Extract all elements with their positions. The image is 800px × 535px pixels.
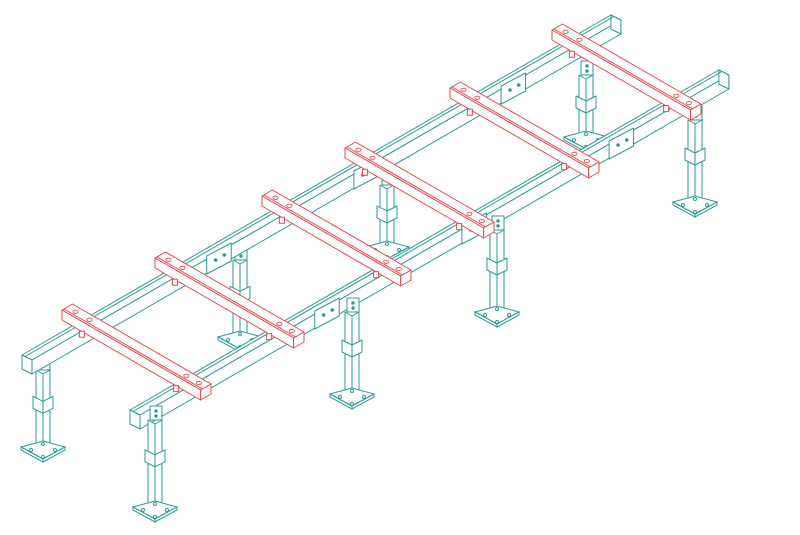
legs-front-group <box>131 105 719 523</box>
leg-8 <box>671 105 719 218</box>
crossbeam-2 <box>154 251 305 349</box>
crossbeam-5 <box>449 81 600 179</box>
crossbeams-group <box>61 23 702 401</box>
crossbeam-6 <box>551 23 702 121</box>
leg-4 <box>328 297 376 410</box>
crossbeam-4 <box>344 141 495 239</box>
leg-6 <box>473 215 521 328</box>
leg-7 <box>562 60 610 153</box>
crossbeam-3 <box>261 189 412 287</box>
leg-2 <box>131 405 179 523</box>
crossbeam-1 <box>61 303 212 401</box>
